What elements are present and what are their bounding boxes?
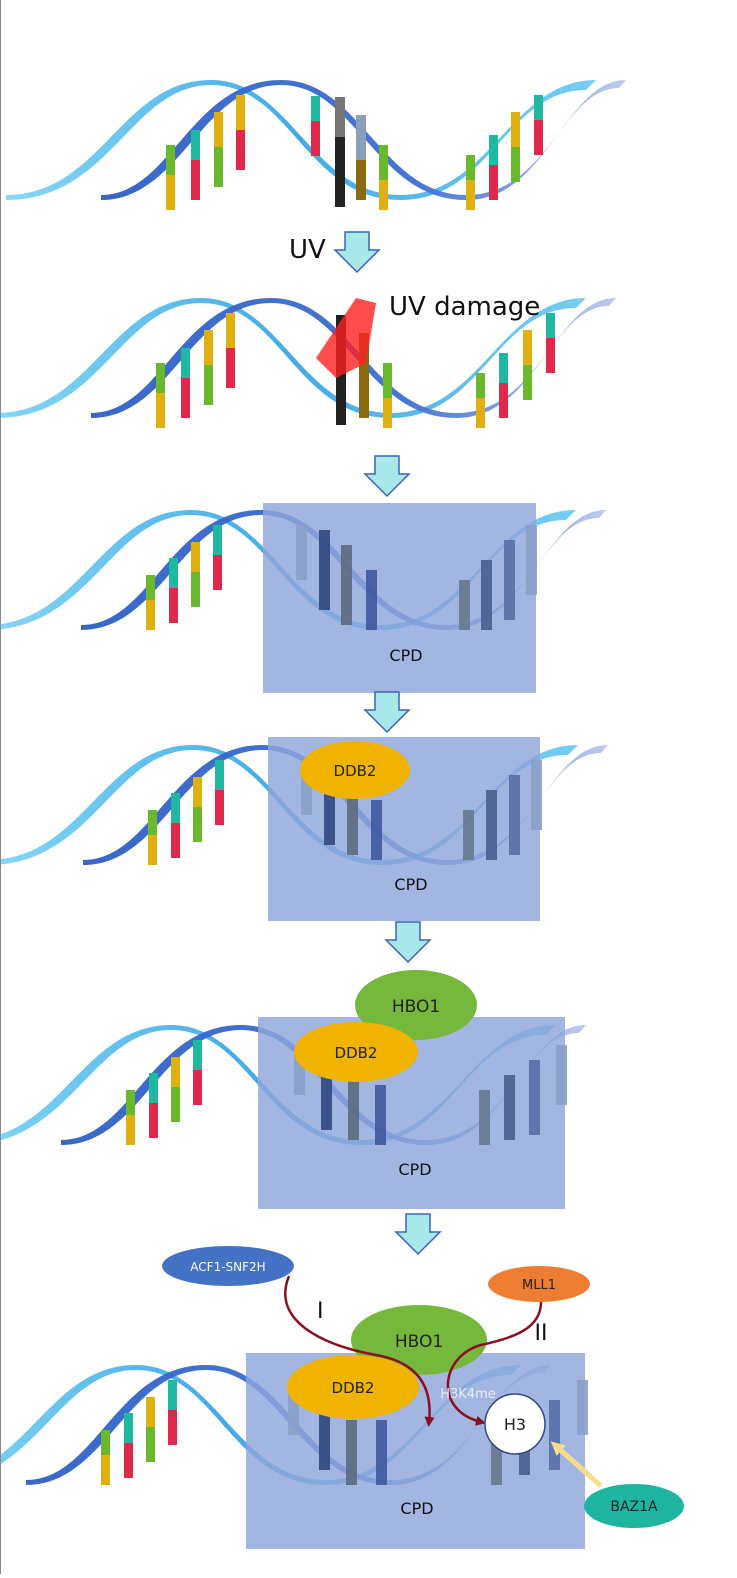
cpd-label: CPD	[400, 1499, 433, 1518]
stage-uv-damage	[0, 298, 616, 428]
down-arrow-icon	[333, 231, 381, 274]
stage-normal-dna	[6, 80, 626, 210]
mll1-label: MLL1	[522, 1278, 556, 1293]
base-pairs	[146, 525, 222, 630]
ddb2-protein	[294, 1022, 418, 1082]
hbo1-label: HBO1	[395, 1332, 443, 1352]
stage-hbo1: HBO1 DDB2 CPD	[0, 970, 586, 1209]
h3k4me-label: H3K4me	[440, 1387, 496, 1402]
cpd-bases	[294, 1045, 567, 1145]
mll1-protein	[488, 1266, 590, 1302]
down-arrow-icon	[363, 691, 411, 734]
stage-ddb2: DDB2 CPD	[0, 737, 608, 921]
stage-cpd: CPD	[0, 503, 606, 693]
cpd-bases	[296, 525, 537, 630]
cpd-label: CPD	[389, 646, 422, 665]
pathway-two-label: II	[535, 1321, 548, 1346]
hbo1-protein	[355, 970, 477, 1040]
base-pairs	[166, 95, 543, 210]
cpd-bases	[301, 760, 542, 860]
baz1a-protein	[584, 1484, 684, 1528]
uv-label: UV	[289, 235, 326, 265]
uv-damage-label: UV damage	[389, 292, 540, 322]
base-pairs	[148, 760, 224, 865]
pathway-one-arrow	[284, 1275, 435, 1427]
ddb2-label: DDB2	[335, 1044, 378, 1062]
uv-damage-lesion	[316, 298, 376, 378]
base-pairs	[101, 1380, 177, 1485]
acf1-snf2h-label: ACF1-SNF2H	[190, 1260, 265, 1274]
base-pairs	[126, 1040, 202, 1145]
down-arrow-icon	[394, 1213, 442, 1256]
ddb2-label: DDB2	[332, 1379, 375, 1397]
ddb2-protein	[287, 1355, 419, 1419]
baz1a-label: BAZ1A	[610, 1499, 658, 1515]
hbo1-label: HBO1	[392, 997, 440, 1017]
cpd-label: CPD	[394, 875, 427, 894]
baz1a-arrow	[550, 1441, 603, 1488]
acf1-snf2h-protein	[162, 1246, 294, 1286]
stage-recruitment: HBO1 DDB2 ACF1-SNF2H MLL1 I II H3K4me H3…	[0, 1246, 684, 1549]
h3-histone	[484, 1393, 546, 1455]
ddb2-label: DDB2	[334, 762, 377, 780]
pathway-two-arrow	[446, 1301, 543, 1426]
down-arrow-icon	[384, 921, 432, 964]
h3-label: H3	[504, 1415, 526, 1434]
down-arrow-icon	[363, 455, 411, 498]
ddb2-protein	[300, 741, 410, 799]
pathway-one-label: I	[317, 1299, 324, 1324]
cpd-label: CPD	[398, 1160, 431, 1179]
